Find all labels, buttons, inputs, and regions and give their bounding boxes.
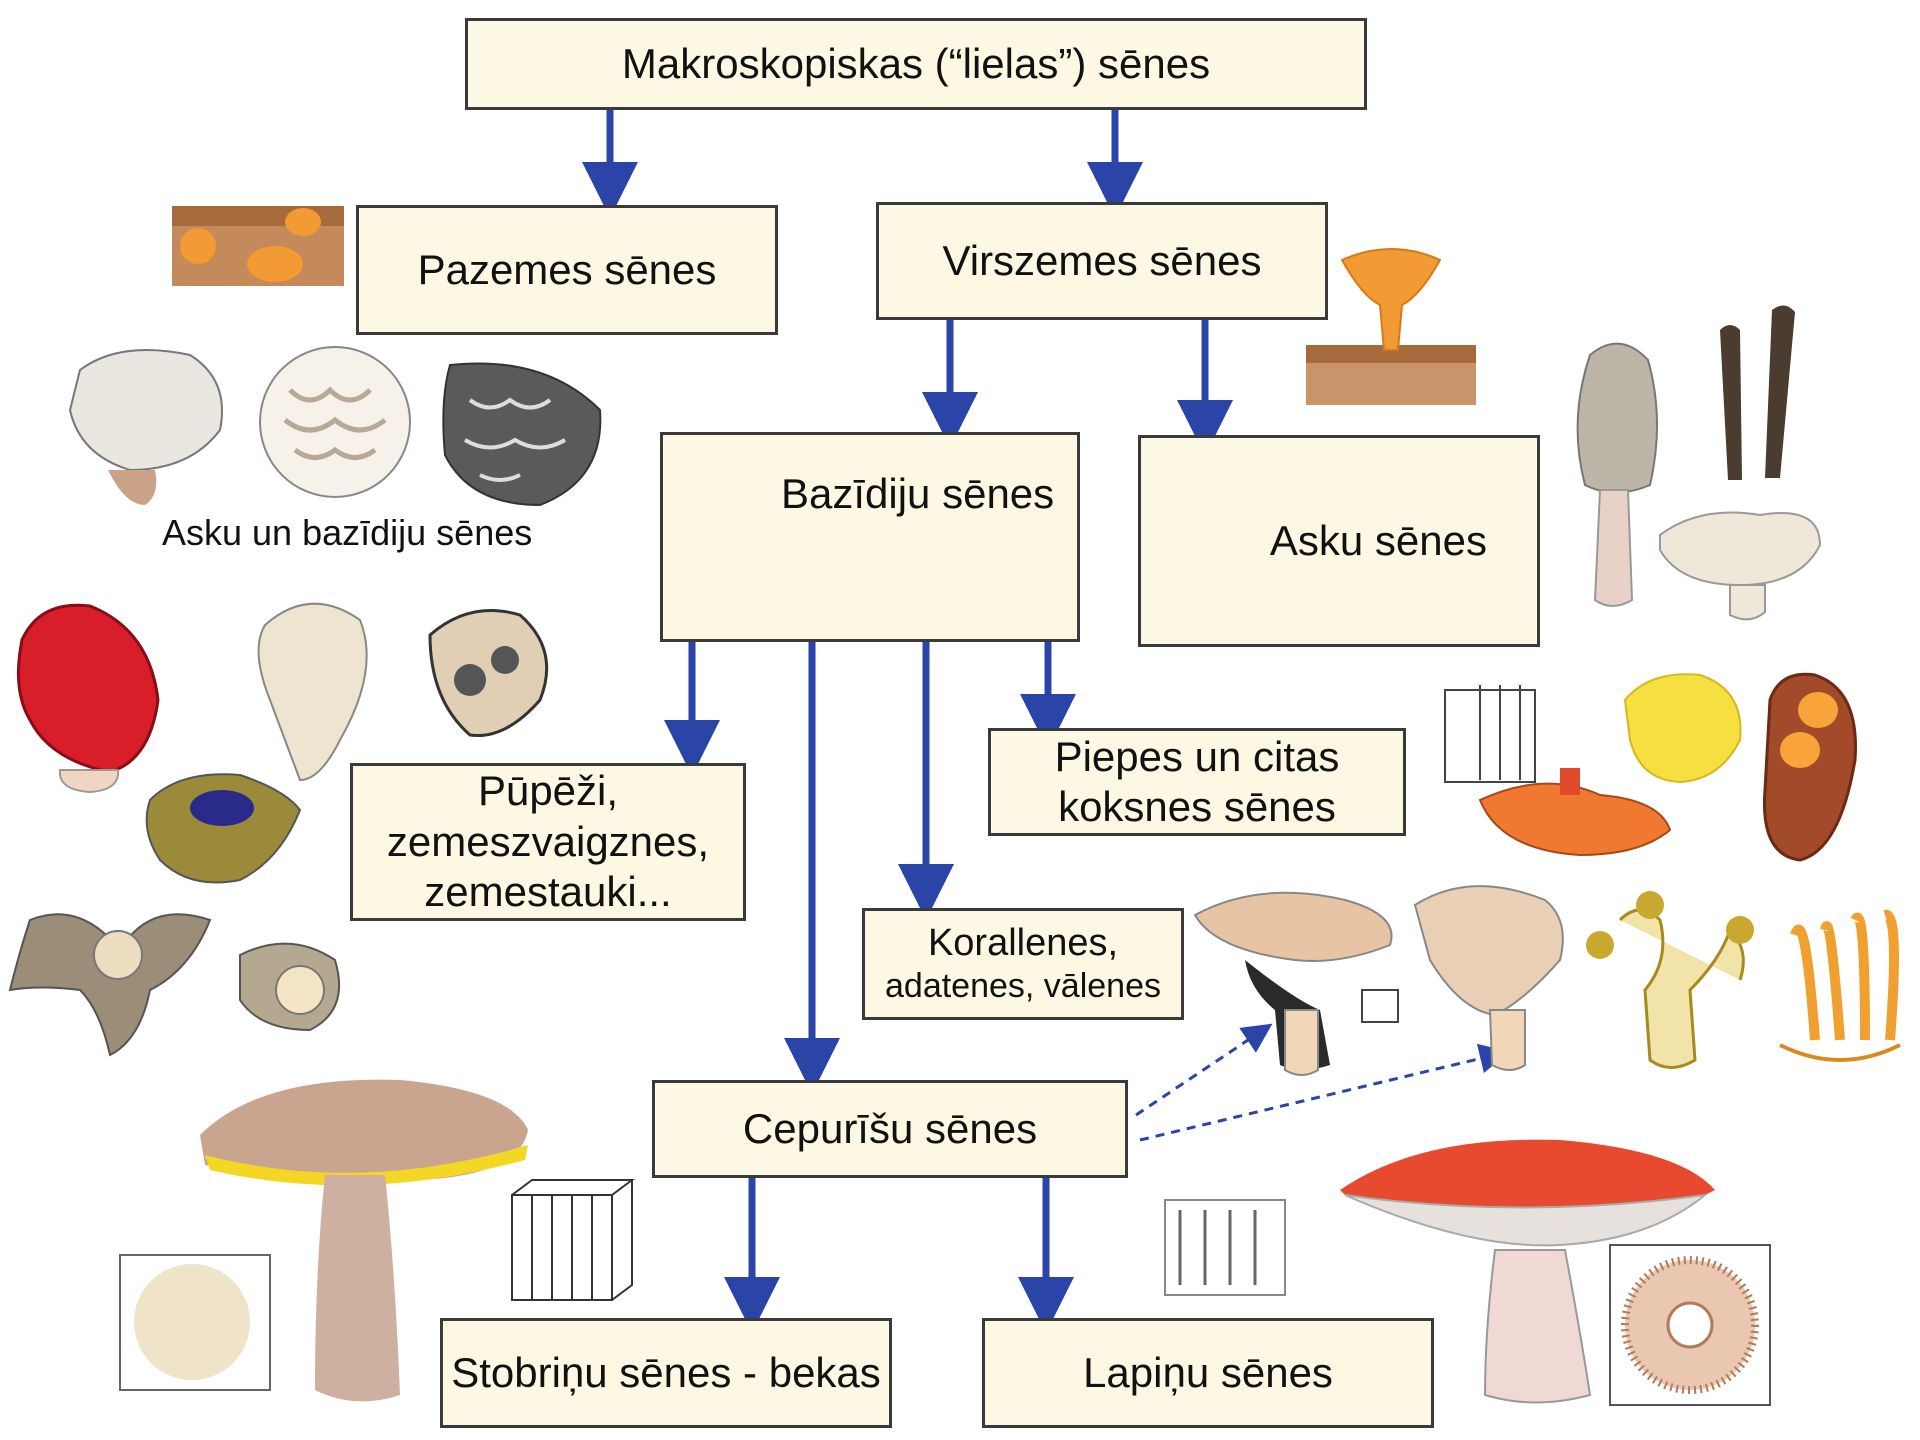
- basidio-node: Bazīdiju sēnes: [660, 432, 1080, 642]
- truffle-icons: [70, 347, 600, 505]
- coral-line-2: adatenes, vālenes: [885, 966, 1161, 1007]
- gasteroid-line-3: zemestauki...: [424, 867, 671, 917]
- root-node: Makroskopiskas (“lielas”) sēnes: [465, 18, 1367, 110]
- aboveground-label: Virszemes sēnes: [942, 236, 1261, 286]
- cap-node: Cepurīšu sēnes: [652, 1080, 1128, 1178]
- polypores-node: Piepes un citas koksnes sēnes: [988, 728, 1406, 836]
- gilled-label: Lapiņu sēnes: [1083, 1348, 1333, 1398]
- asco-label: Asku sēnes: [1270, 516, 1487, 566]
- basidio-label: Bazīdiju sēnes: [781, 469, 1054, 519]
- underground-tubers-icon: [172, 206, 344, 286]
- cap-label: Cepurīšu sēnes: [743, 1104, 1037, 1154]
- root-label: Makroskopiskas (“lielas”) sēnes: [622, 39, 1210, 89]
- gilled-node: Lapiņu sēnes: [982, 1318, 1434, 1428]
- gasteroid-node: Pūpēži, zemeszvaigznes, zemestauki...: [350, 763, 746, 921]
- pore-surface-icon: [512, 1180, 632, 1300]
- coral-fungi-icons: [1586, 891, 1900, 1068]
- polypores-line-1: Piepes un citas: [1055, 732, 1340, 782]
- asco-basidio-label: Asku un bazīdiju sēnes: [162, 512, 532, 554]
- bracket-fungi-icons: [1445, 674, 1856, 860]
- underground-node: Pazemes sēnes: [356, 205, 778, 335]
- boletes-label: Stobriņu sēnes - bekas: [451, 1348, 881, 1398]
- polypores-line-2: koksnes sēnes: [1058, 782, 1336, 832]
- coral-line-1: Korallenes,: [928, 921, 1118, 967]
- cup-on-soil-icon: [1306, 249, 1476, 405]
- underground-label: Pazemes sēnes: [418, 245, 717, 295]
- morel-icons: [1578, 305, 1820, 619]
- aboveground-node: Virszemes sēnes: [876, 202, 1328, 320]
- boletes-node: Stobriņu sēnes - bekas: [440, 1318, 892, 1428]
- gasteroid-line-1: Pūpēži,: [478, 766, 618, 816]
- coral-node: Korallenes, adatenes, vālenes: [862, 908, 1184, 1020]
- funnel-mushroom-icons: [1195, 886, 1563, 1075]
- gasteroid-line-2: zemeszvaigznes,: [387, 817, 709, 867]
- asco-node: Asku sēnes: [1138, 435, 1540, 647]
